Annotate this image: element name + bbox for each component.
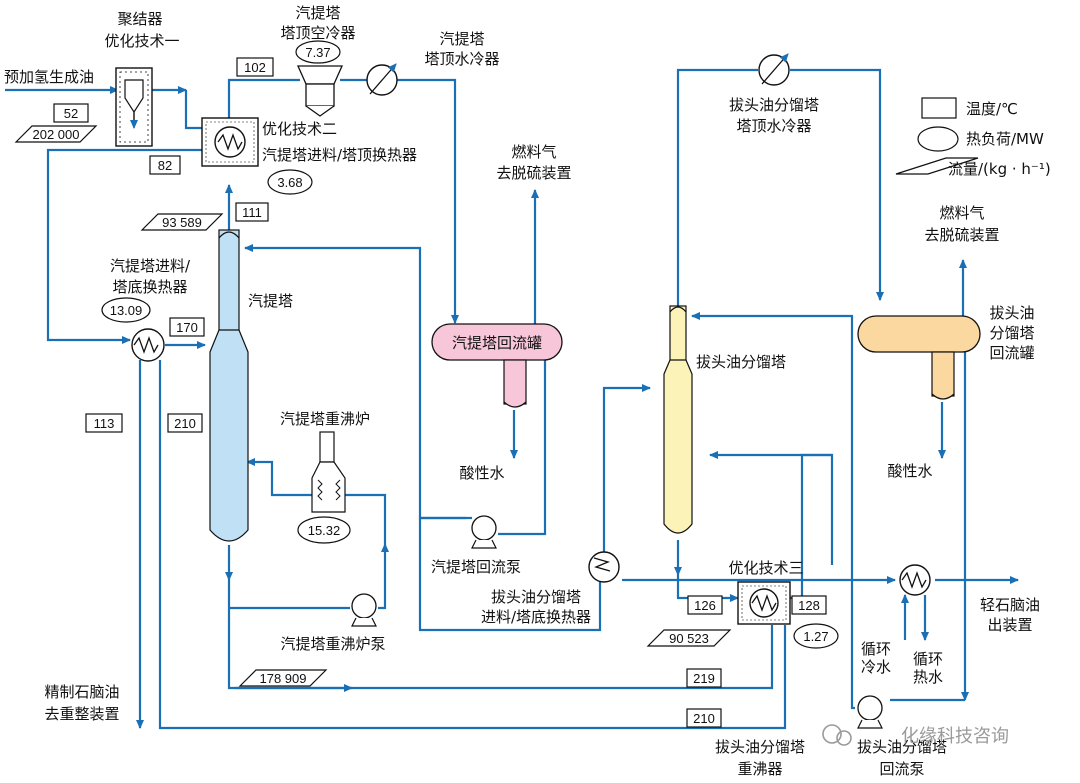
topping-feed-bottom-exchanger: [588, 551, 620, 583]
label-topping-pump-2: 回流泵: [879, 760, 924, 778]
label-cw-in-1: 循环: [861, 640, 891, 658]
label-air-cooler-1: 汽提塔: [295, 4, 340, 22]
stripper-column: [209, 229, 249, 542]
flow-178909: 178 909: [260, 671, 307, 686]
label-topping-column: 拔头油分馏塔: [696, 353, 786, 371]
topping-reflux-pump: [857, 695, 883, 729]
label-reboiler-furnace: 汽提塔重沸炉: [280, 410, 370, 428]
temp-210a: 210: [174, 416, 196, 431]
label-feed-top-hx: 汽提塔进料/塔顶换热器: [262, 146, 417, 164]
stripper-overhead-water-cooler: [366, 63, 398, 96]
stripper-feed-bottom-exchanger: [131, 328, 165, 362]
label-fuel-gas-2a: 燃料气: [939, 204, 984, 222]
label-opt3: 优化技术三: [728, 559, 803, 577]
legend: [895, 97, 979, 175]
label-cw-out-2: 热水: [913, 668, 943, 686]
label-fuel-gas-1a: 燃料气: [511, 143, 556, 161]
label-topping-feed-hx-2: 进料/塔底换热器: [481, 608, 591, 626]
label-light-naphtha-2: 出装置: [987, 616, 1032, 634]
duty-1-27: 1.27: [803, 629, 828, 644]
label-topping-water-cooler-2: 塔顶水冷器: [736, 117, 811, 135]
coalescer: [115, 67, 153, 147]
flow-90523: 90 523: [669, 631, 709, 646]
label-cw-out-1: 循环: [913, 650, 943, 668]
temp-111: 111: [242, 205, 262, 220]
duty-13-09: 13.09: [110, 303, 143, 318]
stripper-reboiler-furnace: [311, 431, 346, 513]
legend-heat-duty: 热负荷/MW: [966, 130, 1044, 148]
stripper-reflux-pump: [471, 515, 497, 549]
temp-170: 170: [176, 320, 198, 335]
label-bottom-hx-1: 汽提塔进料/: [110, 257, 191, 275]
label-topping-drum-1: 拔头油: [989, 304, 1034, 322]
label-coalescer: 聚结器: [117, 10, 162, 28]
duty-15-32: 15.32: [308, 523, 341, 538]
legend-text: 温度/℃ 热负荷/MW 流量/(kg · h⁻¹): [948, 100, 1051, 178]
topping-column: [663, 305, 693, 534]
flow-parallelograms: 202 000 93 589 178 909 90 523: [14, 125, 732, 687]
label-water-cooler-1: 汽提塔: [439, 30, 484, 48]
label-refined-naphtha-1: 精制石脑油: [44, 683, 119, 701]
label-acid-water-2: 酸性水: [887, 462, 932, 480]
label-topping-reboiler-2: 重沸器: [737, 760, 782, 778]
label-fuel-gas-1b: 去脱硫装置: [496, 164, 571, 182]
legend-flow: 流量/(kg · h⁻¹): [948, 160, 1051, 178]
label-fuel-gas-2b: 去脱硫装置: [924, 226, 999, 244]
label-water-cooler-2: 塔顶水冷器: [424, 50, 499, 68]
label-stripper: 汽提塔: [248, 292, 293, 310]
label-topping-feed-hx-1: 拔头油分馏塔: [491, 588, 581, 606]
temp-82: 82: [158, 158, 172, 173]
label-topping-drum-3: 回流罐: [989, 344, 1034, 362]
temp-113: 113: [94, 416, 115, 431]
stripper-reflux-drum: [431, 323, 563, 408]
label-opt2: 优化技术二: [262, 120, 337, 138]
label-bottom-hx-2: 塔底换热器: [112, 278, 187, 296]
temp-126: 126: [694, 598, 716, 613]
watermark-icon: [822, 724, 852, 746]
flow-202000: 202 000: [33, 127, 80, 142]
label-light-naphtha-1: 轻石脑油: [980, 596, 1040, 614]
label-stripper-reflux-pump: 汽提塔回流泵: [431, 558, 521, 576]
label-feed: 预加氢生成油: [4, 68, 94, 86]
legend-temperature: 温度/℃: [966, 100, 1018, 118]
label-topping-drum-2: 分馏塔: [989, 324, 1034, 342]
stripper-overhead-air-cooler: [296, 65, 344, 117]
label-stripper-reflux-drum: 汽提塔回流罐: [452, 334, 542, 352]
label-topping-water-cooler-1: 拔头油分馏塔: [729, 96, 819, 114]
equipment-labels: 聚结器 优化技术一 预加氢生成油 汽提塔 塔顶空冷器 汽提塔 塔顶水冷器 优化技…: [4, 4, 1040, 778]
label-acid-water-1: 酸性水: [459, 464, 504, 482]
pipes: [5, 68, 1019, 730]
flow-93589: 93 589: [162, 215, 202, 230]
temp-52: 52: [64, 106, 78, 121]
temperature-boxes: 52 102 82 111 170 113 210 126 128 219 21…: [53, 57, 827, 728]
label-air-cooler-2: 塔顶空冷器: [280, 24, 355, 42]
topping-reboiler: [737, 581, 791, 625]
topping-reflux-drum: [857, 315, 981, 400]
duty-3-68: 3.68: [277, 175, 302, 190]
label-topping-pump-1: 拔头油分馏塔: [857, 738, 947, 756]
temp-128: 128: [798, 598, 820, 613]
label-opt1: 优化技术一: [104, 32, 179, 50]
temp-210b: 210: [693, 711, 715, 726]
watermark: 化缘科技咨询: [901, 726, 1009, 747]
temp-219: 219: [693, 671, 715, 686]
label-cw-in-2: 冷水: [861, 658, 891, 676]
temp-102: 102: [244, 60, 266, 75]
stripper-feed-top-exchanger: [201, 117, 259, 167]
heat-duty-ellipses: 7.37 3.68 13.09 15.32 1.27: [101, 40, 839, 649]
duty-7-37: 7.37: [305, 45, 330, 60]
label-reboiler-pump: 汽提塔重沸炉泵: [280, 635, 385, 653]
light-naphtha-cooler: [899, 564, 931, 596]
label-refined-naphtha-2: 去重整装置: [44, 705, 119, 723]
stripper-reboiler-pump: [351, 593, 377, 627]
topping-overhead-water-cooler: [758, 53, 790, 86]
label-topping-reboiler-1: 拔头油分馏塔: [715, 738, 805, 756]
